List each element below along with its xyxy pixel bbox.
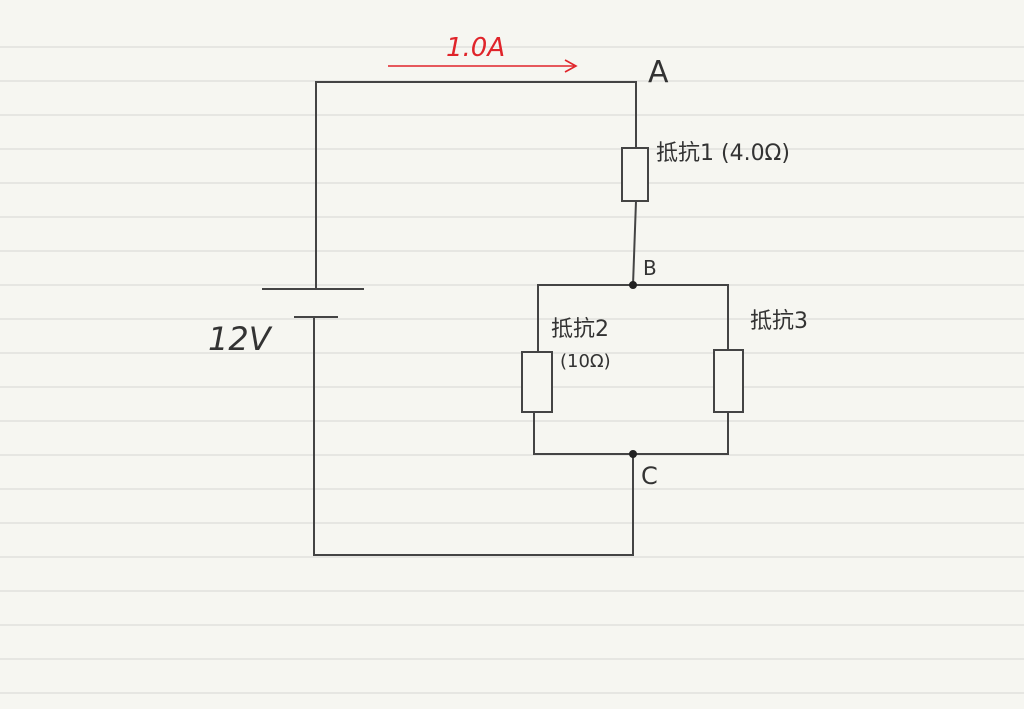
node-a-label: A <box>648 55 669 90</box>
resistor-2-value-label: (10Ω) <box>560 351 611 372</box>
node-c-label: C <box>641 462 658 490</box>
resistor-3 <box>713 349 744 413</box>
resistor-3-label: 抵抗3 <box>750 309 808 334</box>
wire-top <box>315 81 637 289</box>
node-b-label: B <box>643 256 657 280</box>
battery-label: 12V <box>208 320 273 358</box>
battery-symbol <box>262 288 364 318</box>
wire-bottom-return <box>313 317 634 556</box>
wire-parallel-bottom <box>533 411 729 455</box>
junction-c-dot <box>629 450 637 458</box>
current-label: 1.0A <box>446 33 505 63</box>
current-arrow <box>388 59 578 73</box>
resistor-2 <box>521 351 553 413</box>
resistor-2-name-label: 抵抗2 <box>551 317 609 342</box>
notebook-rule-lines <box>0 46 1024 694</box>
current-arrow-head <box>564 59 578 73</box>
resistor-1-label: 抵抗1 (4.0Ω) <box>656 141 790 166</box>
wires <box>313 81 729 556</box>
wire-a-to-b <box>631 199 638 287</box>
resistor-1 <box>621 147 649 202</box>
junction-b-dot <box>629 281 637 289</box>
